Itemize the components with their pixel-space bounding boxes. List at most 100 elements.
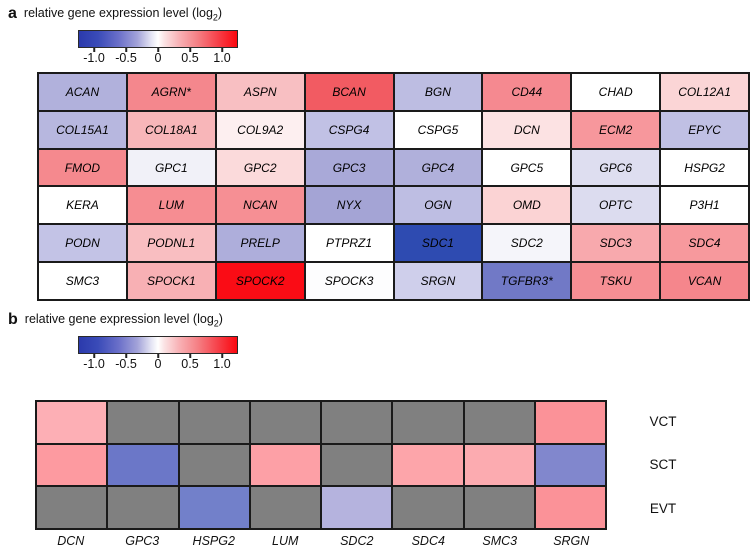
gene-cell-ASPN: ASPN [216,74,304,110]
colorbar-tick [125,48,127,52]
colorbar-ticks [78,354,238,358]
panel-a-title: relative gene expression level (log2) [23,6,223,23]
row-label-VCT: VCT [649,414,677,430]
col-label-GPC3: GPC3 [125,534,160,548]
gene-cell-GPC3: GPC3 [305,149,393,186]
colorbar-tick-label: -1.0 [83,51,105,65]
heatmap-b-cell [37,487,107,528]
gene-cell-PRELP: PRELP [216,225,304,262]
gene-cell-AGRN: AGRN* [127,74,215,110]
col-label-SRGN: SRGN [553,534,590,548]
col-label-SDC4: SDC4 [411,534,445,548]
panel-a-label: a [8,5,17,22]
gene-cell-VCAN: VCAN [661,263,748,299]
gene-cell-GPC6: GPC6 [572,149,660,186]
gene-cell-GPC1: GPC1 [127,149,215,186]
colorbar-tick-label: -0.5 [115,51,137,65]
heatmap-b-cell [37,444,107,486]
col-label-DCN: DCN [57,534,85,548]
heatmap-b-column-labels: DCN GPC3 HSPG2 LUM SDC2 SDC4 SMC3 SRGN [35,533,607,549]
colorbar-tick [93,354,95,358]
heatmap-b-cell [393,444,463,486]
heatmap-b-cell [179,444,249,486]
heatmap-b-cell [535,487,605,528]
gene-cell-PODNL1: PODNL1 [127,225,215,262]
colorbar-tick [221,48,223,52]
gene-cell-BGN: BGN [394,74,482,110]
gene-cell-KERA: KERA [39,187,126,224]
gene-cell-PODN: PODN [39,225,126,262]
col-label-SMC3: SMC3 [482,534,518,548]
gene-cell-COL15A1: COL15A1 [39,111,126,148]
gene-cell-TSKU: TSKU [572,263,660,299]
colorbar-tick [189,48,191,52]
col-label-HSPG2: HSPG2 [192,534,235,548]
heatmap-b-cell [322,402,392,443]
colorbar-gradient [78,336,238,354]
gene-cell-FMOD: FMOD [39,149,126,186]
gene-cell-COL9A2: COL9A2 [216,111,304,148]
gene-cell-CSPG4: CSPG4 [305,111,393,148]
gene-cell-ECM2: ECM2 [572,111,660,148]
colorbar-tick-label: 0 [154,357,162,371]
gene-cell-SPOCK3: SPOCK3 [305,263,393,299]
gene-cell-OMD: OMD [483,187,571,224]
gene-cell-LUM: LUM [127,187,215,224]
panel-b-title-close: ) [218,312,223,326]
panel-a-title-text: relative gene expression level (log [23,6,213,20]
heatmap-b-cell [250,487,320,528]
heatmap-b-cell [108,402,178,443]
heatmap-b-cell [322,444,392,486]
colorbar-tick-label: -0.5 [115,357,137,371]
colorbar-tick-label: 1.0 [213,51,231,65]
gene-cell-CD44: CD44 [483,74,571,110]
colorbar-tick [189,354,191,358]
heatmap-b-cell [37,402,107,443]
gene-cell-SDC4: SDC4 [661,225,748,262]
row-label-EVT: EVT [649,500,677,516]
heatmap-b-cell [108,487,178,528]
heatmap-b [35,400,607,530]
gene-cell-CHAD: CHAD [572,74,660,110]
col-label-LUM: LUM [272,534,299,548]
colorbar-tick [157,48,159,52]
colorbar-tick-label: 0.5 [181,51,199,65]
gene-cell-P3H1: P3H1 [661,187,748,224]
colorbar-gradient [78,30,238,48]
gene-cell-HSPG2: HSPG2 [661,149,748,186]
colorbar-tick-label: -1.0 [83,357,105,371]
gene-cell-CSPG5: CSPG5 [394,111,482,148]
heatmap-b-cell [464,487,534,528]
gene-cell-SPOCK2: SPOCK2 [216,263,304,299]
colorbar-tick-label: 0.5 [181,357,199,371]
heatmap-b-cell [179,402,249,443]
colorbar-tick-label: 1.0 [213,357,231,371]
heatmap-b-cell [464,402,534,443]
gene-cell-SDC1: SDC1 [394,225,482,262]
gene-cell-NYX: NYX [305,187,393,224]
gene-cell-ACAN: ACAN [39,74,126,110]
gene-cell-NCAN: NCAN [216,187,304,224]
col-label-SDC2: SDC2 [340,534,374,548]
gene-cell-COL18A1: COL18A1 [127,111,215,148]
panel-a-title-subscript: 2 [212,12,218,23]
heatmap-b-cell [535,444,605,486]
panel-b-title: relative gene expression level (log2) [24,312,223,329]
panel-b-title-text: relative gene expression level (log [24,312,214,326]
panel-a-title-close: ) [217,6,223,20]
heatmap-b-cell [535,402,605,443]
panel-b-title-subscript: 2 [213,318,219,329]
gene-cell-OPTC: OPTC [572,187,660,224]
colorbar-tick [93,48,95,52]
gene-cell-SMC3: SMC3 [39,263,126,299]
heatmap-b-cell [179,487,249,528]
gene-cell-DCN: DCN [483,111,571,148]
colorbar-tick [125,354,127,358]
heatmap-b-cell [393,402,463,443]
